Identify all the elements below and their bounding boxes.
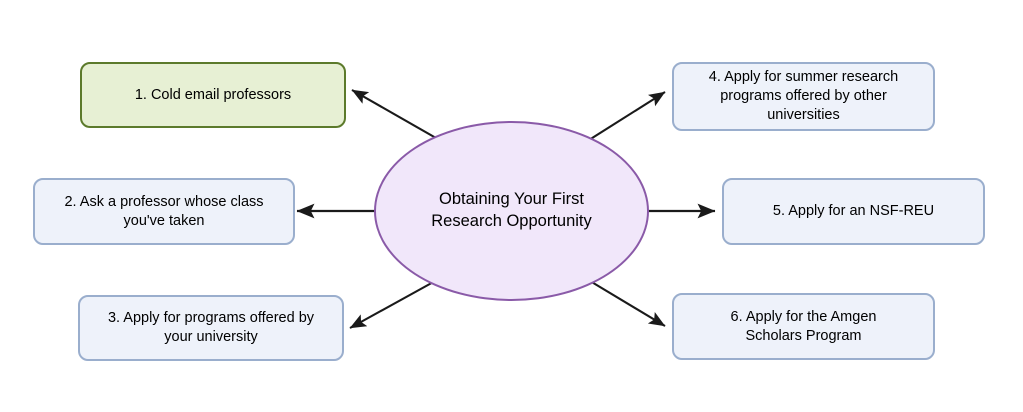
node-5-nsf-reu[interactable]: 5. Apply for an NSF-REU bbox=[722, 178, 985, 245]
node-5-label: 5. Apply for an NSF-REU bbox=[772, 203, 935, 220]
node-3-university-programs[interactable]: 3. Apply for programs offered by your un… bbox=[78, 295, 344, 361]
node-1-label: 1. Cold email professors bbox=[134, 86, 292, 103]
node-6-amgen-scholars-program[interactable]: 6. Apply for the Amgen Scholars Program bbox=[672, 293, 935, 360]
node-2-ask-a-professor[interactable]: 2. Ask a professor whose class you've ta… bbox=[33, 178, 295, 245]
node-3-label: 3. Apply for programs offered by your un… bbox=[107, 310, 315, 345]
node-6-label: 6. Apply for the Amgen Scholars Program bbox=[730, 308, 877, 344]
edge-center-to-node-6 bbox=[589, 280, 666, 327]
edge-center-to-node-4 bbox=[588, 91, 666, 141]
center-node[interactable]: Obtaining Your First Research Opportunit… bbox=[374, 121, 649, 301]
node-1-cold-email-professors[interactable]: 1. Cold email professors bbox=[80, 62, 346, 128]
edge-center-to-node-1 bbox=[351, 89, 444, 143]
node-2-label: 2. Ask a professor whose class you've ta… bbox=[64, 193, 264, 229]
node-4-summer-research-programs[interactable]: 4. Apply for summer research programs of… bbox=[672, 62, 935, 131]
center-node-label: Obtaining Your First Research Opportunit… bbox=[431, 190, 592, 230]
node-4-label: 4. Apply for summer research programs of… bbox=[708, 69, 899, 123]
edge-center-to-node-3 bbox=[349, 279, 438, 329]
